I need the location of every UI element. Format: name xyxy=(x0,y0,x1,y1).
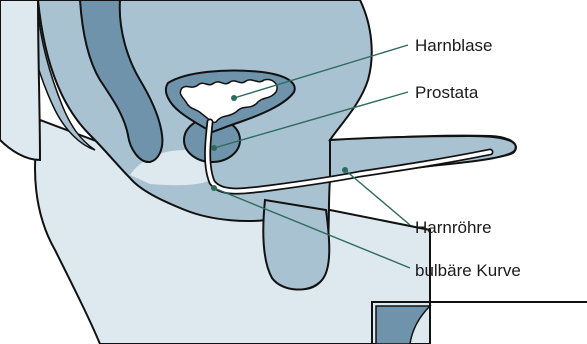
label-bulbar-curve: bulbäre Kurve xyxy=(415,261,521,280)
dot-urethra xyxy=(342,167,348,173)
dot-prostate xyxy=(211,145,217,151)
label-bladder: Harnblase xyxy=(415,36,493,55)
label-prostate: Prostata xyxy=(415,83,479,102)
thigh xyxy=(0,0,40,160)
dot-bladder xyxy=(231,95,237,101)
dot-bulbar-curve xyxy=(211,185,217,191)
label-urethra: Harnröhre xyxy=(415,218,492,237)
scrotum xyxy=(263,200,329,290)
